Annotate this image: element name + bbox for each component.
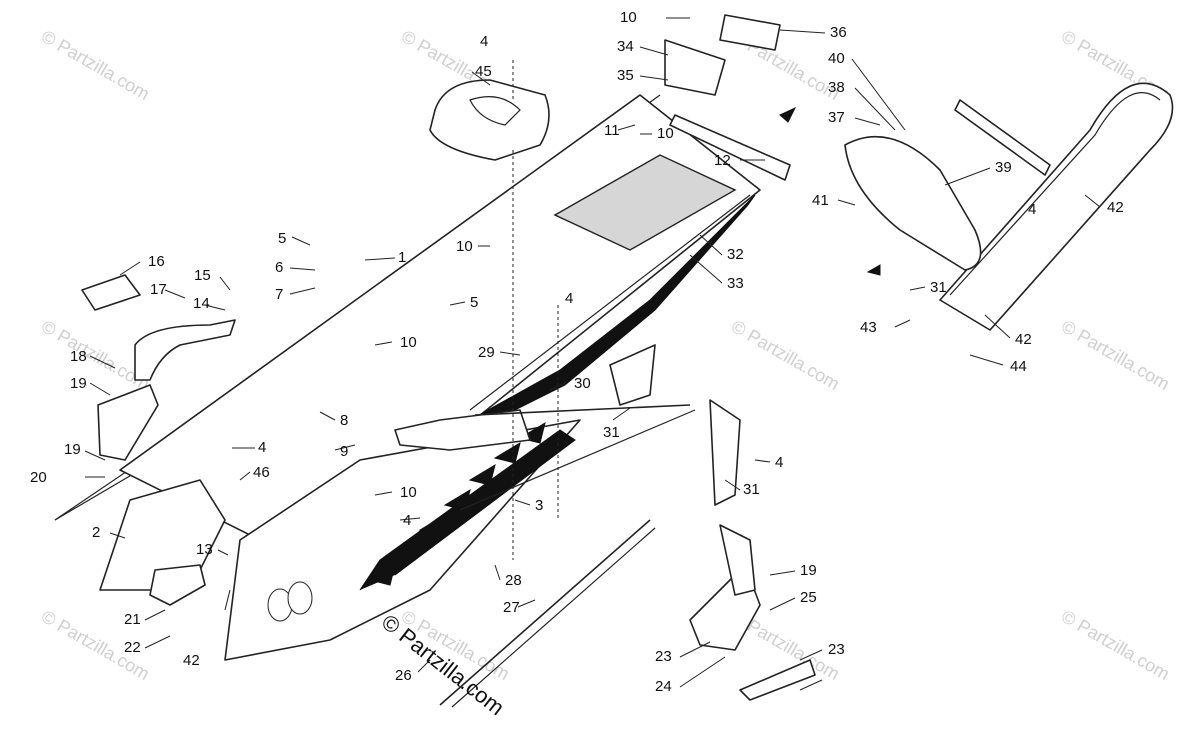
- tunnel-panel: [553, 154, 737, 251]
- callout-28: 28: [505, 572, 522, 589]
- rear-bar: [669, 114, 791, 181]
- callout-34: 34: [617, 38, 634, 55]
- callout-6: 6: [275, 259, 283, 276]
- callout-2: 2: [92, 524, 100, 541]
- callout-19: 19: [64, 441, 81, 458]
- callout-40: 40: [828, 50, 845, 67]
- callout-labels: 1234444445567891010101010111213141516171…: [0, 0, 1124, 695]
- tunnel-assembly: [54, 94, 761, 661]
- callout-45: 45: [475, 63, 492, 80]
- callout-32: 32: [727, 246, 744, 263]
- callout-10: 10: [620, 9, 637, 26]
- callout-36: 36: [830, 24, 847, 41]
- callout-10: 10: [400, 484, 417, 501]
- grab-bar: [844, 82, 1174, 331]
- bracket-center: [394, 409, 531, 451]
- callout-10: 10: [456, 238, 473, 255]
- callout-3: 3: [535, 497, 543, 514]
- callout-35: 35: [617, 67, 634, 84]
- callout-10: 10: [400, 334, 417, 351]
- callout-leaders: [84, 17, 1101, 691]
- callout-4: 4: [775, 454, 783, 471]
- callout-10: 10: [657, 125, 674, 142]
- rear-bracket: [664, 14, 781, 96]
- watermark-text: © Partzilla.com: [1058, 606, 1173, 684]
- callout-29: 29: [478, 344, 495, 361]
- callout-17: 17: [150, 281, 167, 298]
- callout-38: 38: [828, 79, 845, 96]
- callout-15: 15: [194, 267, 211, 284]
- left-parts: [81, 274, 236, 606]
- callout-39: 39: [995, 159, 1012, 176]
- callout-20: 20: [30, 469, 47, 486]
- callout-9: 9: [340, 443, 348, 460]
- callout-27: 27: [503, 599, 520, 616]
- callout-42: 42: [1107, 199, 1124, 216]
- callout-23: 23: [828, 641, 845, 658]
- callout-7: 7: [275, 286, 283, 303]
- callout-43: 43: [860, 319, 877, 336]
- callout-47: 47: [0, 0, 17, 4]
- watermark-text: © Partzilla.com: [728, 316, 843, 394]
- callout-19: 19: [800, 562, 817, 579]
- callout-19: 19: [70, 375, 87, 392]
- callout-23: 23: [655, 648, 672, 665]
- callout-4: 4: [258, 439, 266, 456]
- callout-5: 5: [470, 294, 478, 311]
- direction-arrow: [866, 264, 881, 276]
- direction-arrow: [779, 106, 797, 123]
- watermark-text: © Partzilla.com: [1058, 316, 1173, 394]
- callout-8: 8: [340, 412, 348, 429]
- callout-37: 37: [828, 109, 845, 126]
- callout-31: 31: [603, 424, 620, 441]
- callout-46: 46: [253, 464, 270, 481]
- callout-4: 4: [1028, 201, 1036, 218]
- callout-42: 42: [183, 652, 200, 669]
- callout-48: 48: [0, 0, 17, 4]
- callout-1: 1: [398, 249, 406, 266]
- rail-vents: [368, 421, 546, 586]
- callout-21: 21: [124, 611, 141, 628]
- callout-18: 18: [70, 348, 87, 365]
- callout-31: 31: [743, 481, 760, 498]
- callout-42: 42: [1015, 331, 1032, 348]
- callout-22: 22: [124, 639, 141, 656]
- callout-13: 13: [196, 541, 213, 558]
- seat-cushion: [429, 79, 550, 161]
- callout-25: 25: [800, 589, 817, 606]
- callout-26: 26: [395, 667, 412, 684]
- callout-5: 5: [278, 230, 286, 247]
- right-lower-parts: [439, 344, 816, 708]
- callout-4: 4: [565, 290, 573, 307]
- callout-41: 41: [812, 192, 829, 209]
- callout-31: 31: [930, 279, 947, 296]
- callout-11: 11: [604, 122, 620, 139]
- watermark-text: © Partzilla.com: [38, 26, 153, 104]
- callout-30: 30: [574, 375, 591, 392]
- cap-17: [81, 274, 141, 311]
- callout-33: 33: [727, 275, 744, 292]
- callout-24: 24: [655, 678, 672, 695]
- callout-44: 44: [1010, 358, 1027, 375]
- callout-14: 14: [193, 295, 210, 312]
- callout-12: 12: [714, 152, 731, 169]
- callout-4: 4: [480, 33, 488, 50]
- callout-4: 4: [403, 512, 411, 529]
- callout-16: 16: [148, 253, 165, 270]
